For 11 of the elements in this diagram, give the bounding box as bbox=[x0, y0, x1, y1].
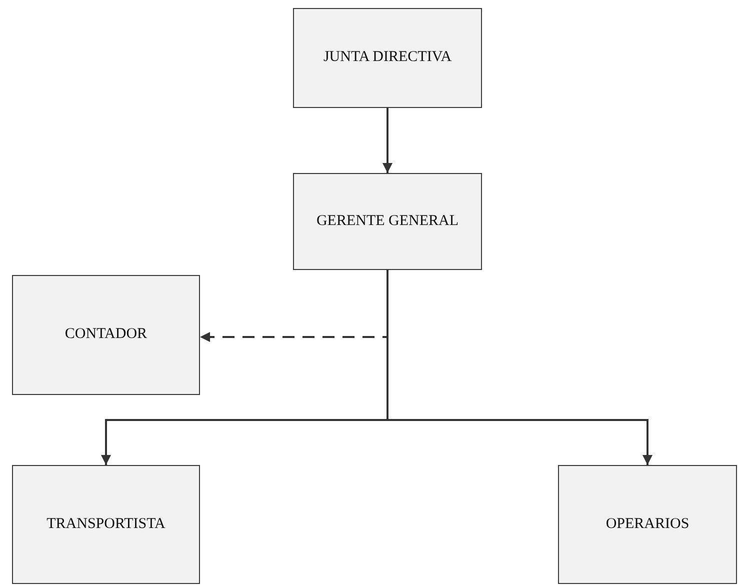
role-title: TRANSPORTISTA bbox=[46, 514, 166, 534]
role-box bbox=[293, 8, 482, 108]
role-title: OPERARIOS bbox=[604, 514, 690, 534]
arrow bbox=[382, 108, 392, 173]
role-title: GERENTE GENERAL bbox=[315, 212, 460, 231]
role-box bbox=[293, 173, 482, 270]
role-box bbox=[12, 465, 200, 584]
role-box bbox=[558, 465, 737, 584]
role-title: JUNTA DIRECTIVA bbox=[322, 48, 453, 68]
role-box bbox=[12, 275, 200, 395]
role-title: CONTADOR bbox=[64, 325, 148, 344]
